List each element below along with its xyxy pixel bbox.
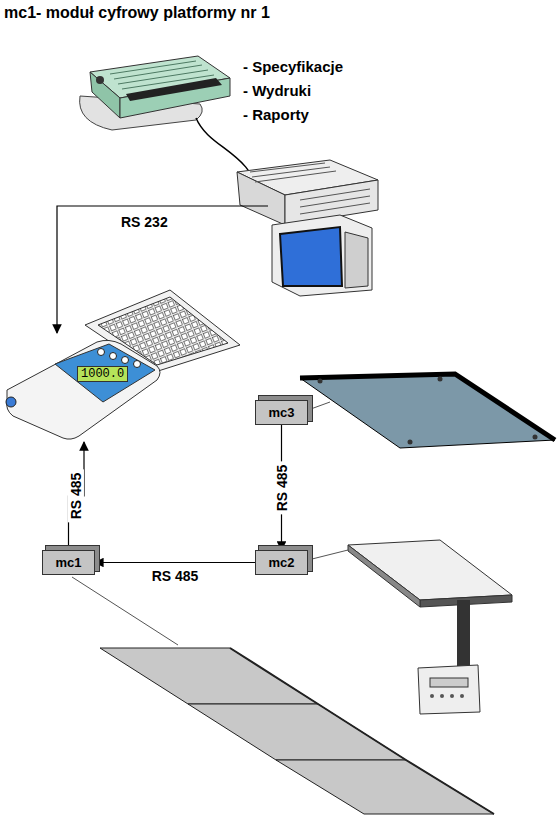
illustration-part — [188, 704, 406, 760]
knob — [6, 397, 16, 407]
illustration-part — [110, 61, 214, 89]
illustration-part — [72, 577, 178, 645]
output-item: - Specyfikacje — [243, 58, 343, 75]
digital-module: mc1 — [42, 550, 95, 575]
illustration-part — [96, 76, 104, 84]
connector — [95, 562, 255, 563]
illustration-part — [408, 440, 413, 445]
illustration-part — [318, 379, 323, 384]
bus-label: RS 232 — [118, 214, 171, 230]
rs232-cable — [57, 206, 268, 333]
weighing-indicator: 1000.0 — [5, 338, 163, 442]
illustration-part — [276, 760, 494, 814]
illustration-part — [460, 694, 464, 698]
module-name: mc1 — [55, 555, 81, 570]
ramp-platform — [72, 577, 494, 814]
illustration-part — [418, 665, 480, 714]
bus-label: RS 485 — [68, 470, 84, 523]
illustration-part — [100, 648, 318, 704]
illustration-part — [440, 694, 444, 698]
digital-module: mc3 — [255, 400, 308, 425]
bus-label: RS 485 — [273, 461, 289, 514]
illustration-part — [300, 374, 555, 448]
illustration-part — [457, 600, 470, 668]
illustration-part — [450, 694, 454, 698]
housing — [7, 340, 160, 439]
illustration-part — [230, 648, 494, 814]
illustration-part — [57, 206, 268, 333]
illustration-part — [430, 694, 434, 698]
hanging-platform — [308, 540, 512, 714]
output-item: - Raporty — [243, 106, 309, 123]
module-name: mc2 — [268, 555, 294, 570]
indicator-housing — [5, 338, 163, 442]
front-panel — [55, 344, 155, 402]
key — [110, 353, 117, 360]
illustration-part — [120, 78, 230, 118]
platform-3 — [300, 374, 555, 448]
output-item: - Wydruki — [243, 82, 311, 99]
illustration-part — [348, 545, 420, 607]
printer — [80, 56, 262, 200]
illustration-part — [237, 172, 285, 225]
module-name: mc3 — [268, 405, 294, 420]
illustration-part — [272, 215, 372, 296]
illustration-part — [345, 232, 368, 288]
key — [98, 349, 105, 356]
illustration-part — [300, 374, 555, 440]
illustration-part — [308, 550, 348, 560]
key — [122, 357, 129, 364]
illustration-part — [533, 435, 538, 440]
connector — [69, 442, 85, 550]
bus-label: RS 485 — [149, 567, 202, 583]
illustration-part — [308, 402, 330, 410]
key — [134, 361, 141, 368]
illustration-part — [430, 678, 468, 687]
illustration-part — [280, 227, 342, 286]
illustration-part — [438, 377, 443, 382]
display-reading: 1000.0 — [77, 366, 128, 382]
title: mc1- moduł cyfrowy platformy nr 1 — [4, 4, 270, 22]
computer — [237, 160, 378, 296]
digital-module: mc2 — [255, 550, 308, 575]
